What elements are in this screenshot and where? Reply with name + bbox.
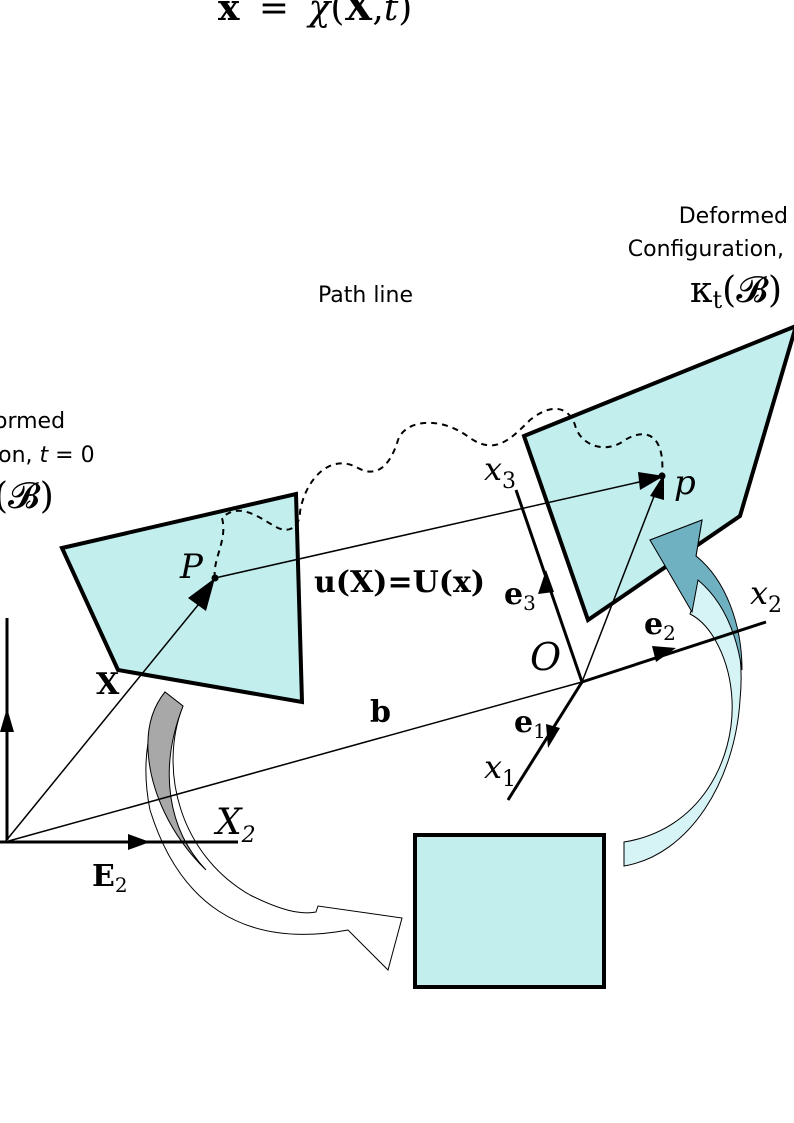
point-p-label: p [674,463,696,503]
reference-mapping-arrow-shade [147,691,207,871]
displacement-vector-arrowhead [638,472,664,490]
spatial-basis-e3-arrow [538,570,554,594]
material-basis-vertical-arrow [0,708,14,732]
reference-square [413,833,606,989]
undeformed-label-line1: ormed [0,409,65,434]
undeformed-label-line2: ion, t = 0 [0,443,95,468]
material-basis-E2-label: E2 [92,859,128,897]
position-vector-X [4,593,208,843]
spatial-basis-e3-label: e3 [504,577,536,615]
spatial-basis-e1-label: e1 [514,705,546,743]
displacement-label: u(X)=U(x) [314,565,485,600]
spatial-axis-x3-label: x3 [484,450,516,494]
vector-b [4,681,583,843]
spatial-position-vector [581,485,659,683]
vector-b-label: b [370,695,391,730]
spatial-axis-x2 [581,620,767,684]
spatial-basis-e2-arrow [652,646,676,662]
reference-mapping-arrow [145,691,403,971]
deformed-body [521,324,794,624]
displacement-vector [214,479,649,579]
point-p-dot [658,472,666,480]
undeformed-body [59,491,305,705]
point-P-dot [211,574,219,582]
deformed-label-line2: Configuration, [628,237,784,262]
spatial-basis-e1-arrow [546,724,560,748]
point-P-label: P [179,547,204,587]
position-vector-X-arrowhead [188,578,215,611]
position-vector-X-label: X [96,667,120,702]
undeformed-configuration-symbol: (𝓑) [0,476,54,517]
deformed-label-line1: Deformed [679,204,788,229]
material-axis-X2-label: X2 [213,802,256,848]
material-basis-E2-arrow [128,834,150,850]
deformed-configuration-symbol: κt(𝓑) [690,270,782,314]
spatial-axis-x2-label: x2 [750,574,782,618]
path-line-label: Path line [318,283,413,308]
spatial-axis-x1 [506,681,584,801]
spatial-axis-x1-label: x1 [484,748,516,792]
equation: x = χ(X,t) [218,0,412,29]
spatial-basis-e2-label: e2 [644,607,676,645]
deformation-mapping-arrow-head [649,519,743,671]
origin-label: O [530,635,561,679]
path-line [213,407,664,579]
spatial-position-vector-arrowhead [650,474,664,500]
